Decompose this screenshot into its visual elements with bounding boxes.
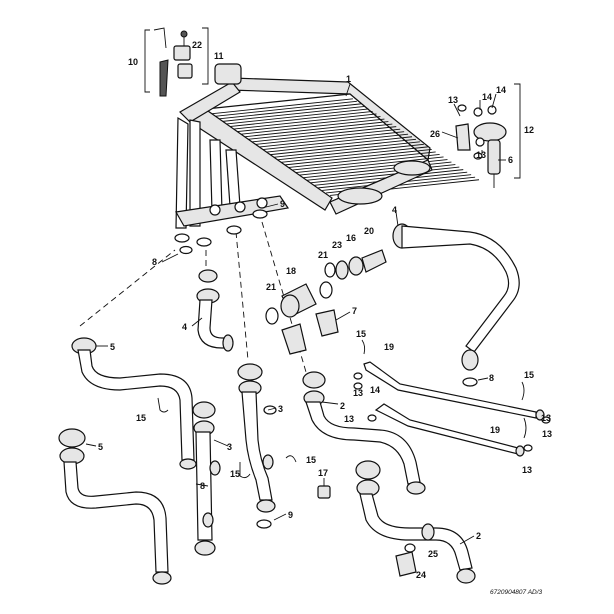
fin-line (223, 111, 373, 128)
callout-22: 22 (192, 40, 202, 50)
callout-24: 24 (416, 570, 426, 580)
fin-line (274, 143, 424, 161)
seals-13 (353, 104, 551, 452)
callout-19a: 19 (384, 342, 394, 352)
heat-exchanger-fins (203, 98, 480, 196)
fin-line (239, 121, 389, 138)
fin-line (235, 118, 385, 136)
callout-15d: 15 (356, 329, 366, 339)
fin-line (286, 151, 436, 169)
callout-15e: 15 (524, 370, 534, 380)
callout-25: 25 (428, 549, 438, 559)
fin-line (251, 128, 401, 146)
callout-14b: 14 (496, 85, 506, 95)
reference-code: 6720904807 AD/3 (490, 589, 543, 596)
callout-9a: 9 (280, 199, 285, 209)
fin-line (255, 131, 405, 148)
callout-13c: 13 (344, 414, 354, 424)
fin-line (294, 156, 444, 174)
fin-line (259, 133, 409, 151)
callout-4b: 4 (182, 322, 187, 332)
callout-labels: 1 2 2 3 3 4 4 5 5 6 7 8 8 8 9 9 10 11 12… (98, 40, 552, 596)
fin-line (278, 146, 428, 164)
pipe-5-lower (58, 428, 172, 585)
callout-5b: 5 (98, 442, 103, 452)
callout-10: 10 (128, 57, 138, 67)
pipe-19-group (363, 361, 545, 457)
fin-line (290, 154, 440, 171)
fin-line (211, 103, 361, 121)
fin-line (247, 126, 397, 143)
fin-line (231, 116, 381, 133)
sensor-24 (395, 543, 417, 577)
callout-14a: 14 (482, 92, 492, 102)
fin-line (219, 108, 369, 126)
valve-assembly (455, 105, 507, 188)
pipe-3-center (237, 363, 277, 529)
callout-6: 6 (508, 155, 513, 165)
callout-20: 20 (364, 226, 374, 236)
callout-19b: 19 (490, 425, 500, 435)
callout-2a: 2 (340, 401, 345, 411)
fin-line (203, 98, 353, 115)
callout-17: 17 (318, 468, 328, 478)
pipe-5-upper (71, 337, 197, 470)
leader-lines (85, 83, 506, 545)
fin-line (207, 100, 357, 118)
callout-12: 12 (524, 125, 534, 135)
pipe-4-left (196, 269, 234, 352)
callout-3b: 3 (227, 442, 232, 452)
heat-exchanger (179, 63, 480, 215)
callout-15a: 15 (136, 413, 146, 423)
callout-8c: 8 (200, 481, 205, 491)
callout-9b: 9 (288, 510, 293, 520)
pipe-2-lower (355, 460, 476, 584)
seals-and-fittings (174, 209, 387, 355)
callout-21a: 21 (266, 282, 276, 292)
sensor-bracket (153, 27, 193, 97)
callout-8b: 8 (489, 373, 494, 383)
bracket-11 (202, 27, 209, 85)
fin-line (270, 141, 420, 158)
callout-13f: 13 (522, 465, 532, 475)
callout-4a: 4 (392, 205, 397, 215)
fin-line (227, 113, 377, 131)
fin-line (266, 138, 417, 156)
pipe-3-left (192, 401, 221, 556)
clips-15 (157, 339, 527, 479)
callout-3a: 3 (278, 404, 283, 414)
bracket-12 (514, 83, 521, 179)
heat-exchanger-pipes (175, 116, 290, 229)
callout-13b: 13 (476, 150, 486, 160)
callout-13a: 13 (448, 95, 458, 105)
fin-line (310, 166, 460, 184)
fin-line (215, 105, 365, 123)
callout-13d: 13 (541, 413, 551, 423)
pipe-2-upper (302, 371, 426, 495)
callout-1: 1 (346, 74, 351, 84)
callout-7: 7 (352, 306, 357, 316)
callout-8a: 8 (152, 257, 157, 267)
pipe-4-right (392, 223, 520, 387)
callout-26: 26 (430, 129, 440, 139)
callout-11: 11 (214, 51, 224, 61)
callout-14c: 14 (370, 385, 380, 395)
callout-18: 18 (286, 266, 296, 276)
fin-line (282, 148, 432, 166)
sensor-17 (317, 478, 331, 499)
bracket-10 (144, 29, 150, 93)
callout-2b: 2 (476, 531, 481, 541)
callout-5a: 5 (110, 342, 115, 352)
callout-21b: 21 (318, 250, 328, 260)
callout-13g: 13 (353, 388, 363, 398)
callout-23: 23 (332, 240, 342, 250)
callout-16: 16 (346, 233, 356, 243)
callout-13e: 13 (542, 429, 552, 439)
callout-15c: 15 (306, 455, 316, 465)
fin-line (243, 123, 393, 141)
callout-15b: 15 (230, 469, 240, 479)
fin-line (263, 136, 413, 153)
